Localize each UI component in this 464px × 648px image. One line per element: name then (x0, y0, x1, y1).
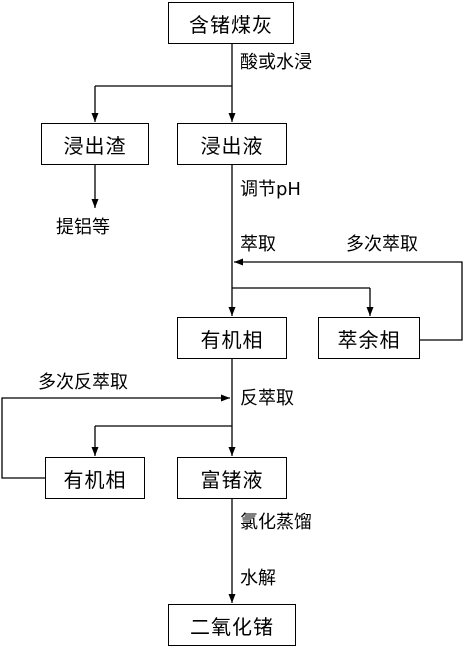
node-organic-phase-2: 有机相 (45, 457, 145, 499)
node-organic-phase-1: 有机相 (177, 317, 287, 359)
label-chlorination-distillation: 氯化蒸馏 (240, 512, 312, 533)
loop-multiple-extraction (234, 258, 463, 341)
label-aluminum-extraction: 提铝等 (56, 217, 110, 238)
label-extraction: 萃取 (240, 234, 276, 255)
label-hydrolysis: 水解 (240, 568, 276, 589)
label-adjust-ph: 调节pH (240, 179, 301, 200)
label-acid-or-water-leach: 酸或水浸 (240, 52, 312, 73)
node-raffinate: 萃余相 (318, 317, 420, 359)
loop-multiple-back-extraction (1, 394, 230, 479)
label-multiple-back-extraction: 多次反萃取 (38, 372, 128, 393)
node-leach-solution: 浸出液 (177, 123, 287, 165)
node-coal-ash: 含锗煤灰 (168, 2, 294, 44)
node-leach-residue: 浸出渣 (41, 123, 149, 165)
node-ge-rich-solution: 富锗液 (177, 457, 287, 499)
label-multiple-extraction: 多次萃取 (346, 234, 418, 255)
label-back-extraction: 反萃取 (240, 388, 294, 409)
node-germanium-dioxide: 二氧化锗 (168, 604, 296, 646)
